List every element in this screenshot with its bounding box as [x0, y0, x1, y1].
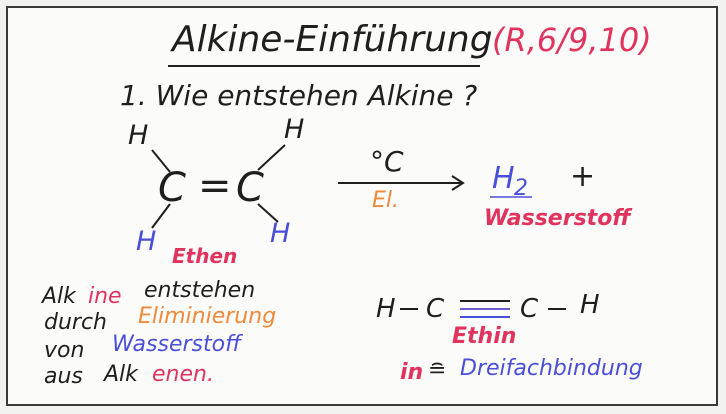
ethene-h-bottom-right: H	[270, 218, 291, 249]
product-name: Wasserstoff	[484, 206, 631, 231]
bond-h-bottom-left	[151, 203, 171, 229]
ethyne-c-left: C	[426, 294, 445, 324]
ethene-double-bond: =	[198, 163, 232, 209]
ethyne-h-right: H	[580, 290, 600, 320]
ethyne-note-symbol: ≘	[428, 358, 447, 383]
ethene-name: Ethen	[172, 244, 238, 268]
ethene-c-left: C	[158, 165, 186, 211]
explanation-eliminierung: Eliminierung	[138, 304, 277, 329]
explanation-aus: aus	[44, 364, 83, 389]
explanation-enen: enen.	[152, 362, 214, 387]
reaction-condition-electricity: El.	[372, 188, 400, 213]
question-heading: 1. Wie entstehen Alkine ?	[120, 79, 478, 112]
reaction-condition-heat: °C	[370, 145, 404, 178]
explanation-durch: durch	[44, 310, 107, 335]
explanation-von: von	[44, 338, 85, 363]
ethene-h-top-right: H	[284, 114, 305, 145]
bond-h-bottom-right	[257, 203, 279, 223]
reaction-plus: +	[570, 159, 596, 194]
title-reference: (R,6/9,10)	[492, 21, 652, 59]
bond-h-top-right	[257, 144, 286, 171]
explanation-ine: ine	[88, 284, 122, 309]
explanation-wasserstoff: Wasserstoff	[112, 332, 241, 357]
reaction-arrow-head	[451, 175, 465, 191]
title-main: Alkine-Einführung	[172, 19, 493, 60]
ethyne-note-in: in	[400, 360, 424, 385]
ethene-c-right: C	[236, 165, 264, 211]
ethene-h-bottom-left: H	[136, 226, 157, 257]
bond-h-top-left	[151, 149, 171, 173]
product-h2-subscript: 2	[514, 176, 528, 201]
ethyne-c-right: C	[520, 294, 539, 324]
explanation-alk: Alk	[42, 284, 76, 309]
ethyne-h-left: H	[376, 294, 396, 324]
explanation-alk-2: Alk	[104, 362, 138, 387]
product-h2-symbol: H	[492, 161, 515, 196]
explanation-entstehen: entstehen	[144, 278, 256, 303]
ethene-h-top-left: H	[128, 120, 149, 151]
ethyne-note-dreifachbindung: Dreifachbindung	[460, 356, 643, 381]
whiteboard	[6, 6, 718, 406]
ethyne-name: Ethin	[452, 324, 517, 349]
